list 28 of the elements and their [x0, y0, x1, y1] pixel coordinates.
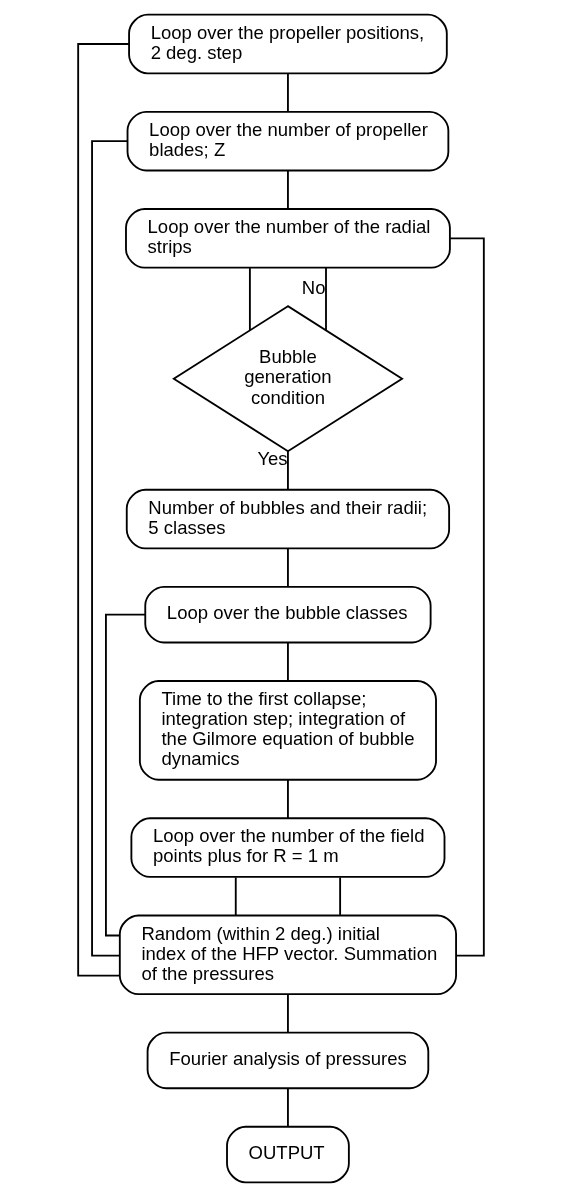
node-box: Loop over the number of propeller blades; Z: [126, 110, 449, 172]
node-box: Loop over the bubble classes: [143, 586, 432, 644]
connector: [286, 547, 289, 588]
connector: [338, 876, 341, 916]
node-box: Time to the first collapse; integration step; integration of the Gilmore equation of bubble dynamics: [138, 680, 437, 781]
connector: [448, 237, 485, 957]
node-box: Loop over the propeller positions, 2 deg. step: [127, 13, 448, 75]
connector: [76, 43, 130, 977]
node-box: Number of bubbles and their radii; 5 classes: [125, 488, 450, 550]
connector: [234, 876, 237, 916]
connector: [324, 266, 327, 331]
connector: [286, 450, 289, 491]
connector: [104, 613, 146, 937]
node-box: Loop over the number of the field points plus for R = 1 m: [129, 817, 445, 878]
node-box: Fourier analysis of pressures: [146, 1031, 429, 1090]
connector: [248, 267, 251, 332]
connector: [90, 140, 128, 957]
node-box: Random (within 2 deg.) initial index of the HFP vector. Summation of the pressures: [118, 914, 457, 996]
connector: [286, 993, 289, 1034]
edge-label: No: [301, 276, 325, 298]
node-box: OUTPUT: [225, 1125, 350, 1184]
node-box: Loop over the number of the radial strips: [124, 208, 451, 269]
node-diamond: Bubble generation condition: [171, 305, 404, 453]
connector: [286, 1087, 289, 1128]
connector: [286, 641, 289, 682]
connector: [286, 72, 289, 113]
connector: [286, 169, 289, 210]
connector: [286, 779, 289, 820]
